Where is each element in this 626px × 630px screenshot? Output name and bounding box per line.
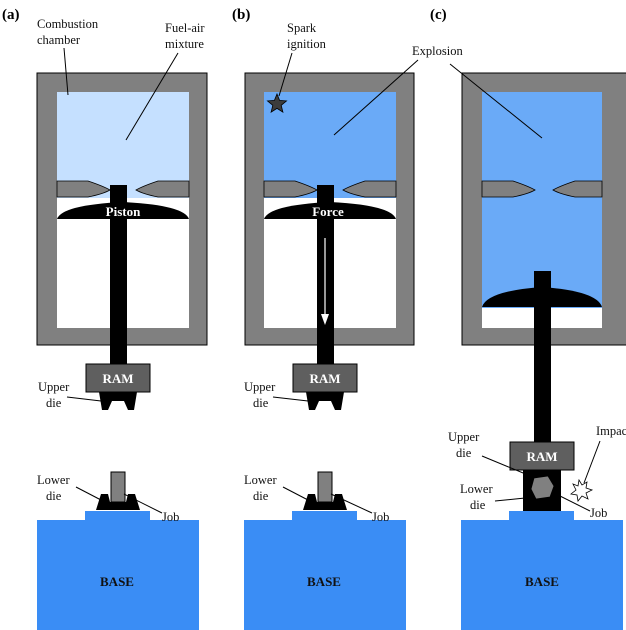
- label-impact: Impact: [596, 424, 626, 438]
- piston-top: [317, 185, 334, 205]
- label-fuel-2: mixture: [165, 37, 204, 51]
- label-job-a: Job: [162, 510, 179, 524]
- label-job-c: Job: [590, 506, 607, 520]
- label-lower-c: Lower: [460, 482, 493, 496]
- piston-down: [482, 287, 602, 307]
- label-explosion: Explosion: [412, 44, 463, 58]
- impact-burst-icon: [570, 478, 594, 502]
- upper-die: [306, 392, 344, 410]
- leader-spark: [278, 52, 293, 97]
- label-lower-a: Lower: [37, 473, 70, 487]
- leader-job-c: [551, 491, 591, 512]
- forged-job: [530, 475, 555, 500]
- force-arrow-head: [321, 314, 329, 325]
- leader-upper-c: [481, 455, 529, 476]
- label-spark-1: Spark: [287, 21, 317, 35]
- spark-star-icon: [266, 92, 288, 113]
- base-label: BASE: [307, 574, 341, 589]
- left-baffle: [263, 180, 318, 198]
- piston-top: [110, 185, 127, 205]
- label-lower-b: Lower: [244, 473, 277, 487]
- leader-combustion: [63, 47, 69, 96]
- label-upper-b: Upper: [244, 380, 276, 394]
- label-upper-die-b: die: [253, 396, 269, 410]
- ram-label: RAM: [526, 449, 557, 464]
- leader-fuel: [125, 52, 179, 141]
- leader-explosion-b: [333, 59, 419, 136]
- right-baffle: [135, 180, 190, 198]
- base: [37, 511, 199, 630]
- piston-top: [534, 271, 551, 291]
- job: [317, 471, 333, 503]
- right-baffle: [552, 180, 603, 198]
- leader-job-b: [330, 493, 373, 514]
- label-upper-die-a: die: [46, 396, 62, 410]
- piston-label: Piston: [106, 204, 141, 219]
- leader-lower-c: [494, 497, 526, 502]
- label-spark-2: ignition: [287, 37, 327, 51]
- piston-rod: [110, 219, 127, 365]
- force-label: Force: [312, 204, 344, 219]
- base: [461, 511, 623, 630]
- leader-impact: [583, 440, 601, 484]
- label-upper-a: Upper: [38, 380, 70, 394]
- job: [110, 471, 126, 503]
- label-lower-die-c: die: [470, 498, 486, 512]
- piston: [264, 202, 396, 219]
- ram-label: RAM: [309, 371, 340, 386]
- ram: [509, 441, 575, 471]
- panel-a: (a) Piston RAM BASE Combustion chamber F…: [2, 7, 208, 630]
- left-baffle: [56, 180, 111, 198]
- right-baffle: [342, 180, 397, 198]
- label-fuel-1: Fuel-air: [165, 21, 205, 35]
- label-upper-c: Upper: [448, 430, 480, 444]
- leader-lower-b: [282, 486, 309, 501]
- leader-lower-a: [75, 486, 102, 501]
- label-lower-die-a: die: [46, 489, 62, 503]
- panel-label-b: (b): [232, 7, 250, 23]
- panel-label-c: (c): [430, 7, 447, 23]
- fuel-air-mixture-ignited: [264, 92, 396, 198]
- label-combustion-2: chamber: [37, 33, 81, 47]
- leader-explosion-c: [449, 63, 543, 139]
- upper-die: [99, 392, 137, 410]
- base-label: BASE: [100, 574, 134, 589]
- base: [244, 511, 406, 630]
- label-lower-die-b: die: [253, 489, 269, 503]
- fuel-air-mixture: [57, 92, 189, 198]
- label-upper-die-c: die: [456, 446, 472, 460]
- leader-upper-a: [66, 396, 102, 402]
- base-label: BASE: [525, 574, 559, 589]
- piston: [57, 202, 189, 219]
- panel-c: (c) RAM BASE Impact Upper die Lower die …: [430, 7, 626, 630]
- label-combustion-1: Combustion: [37, 17, 99, 31]
- leader-upper-b: [272, 396, 309, 402]
- leader-job-a: [123, 493, 163, 514]
- panel-label-a: (a): [2, 7, 20, 23]
- ram-label: RAM: [102, 371, 133, 386]
- panel-b: (b) Force RAM BASE Spark ignition Explos…: [232, 7, 463, 630]
- label-job-b: Job: [372, 510, 389, 524]
- left-baffle: [481, 180, 536, 198]
- piston-rod: [534, 307, 551, 445]
